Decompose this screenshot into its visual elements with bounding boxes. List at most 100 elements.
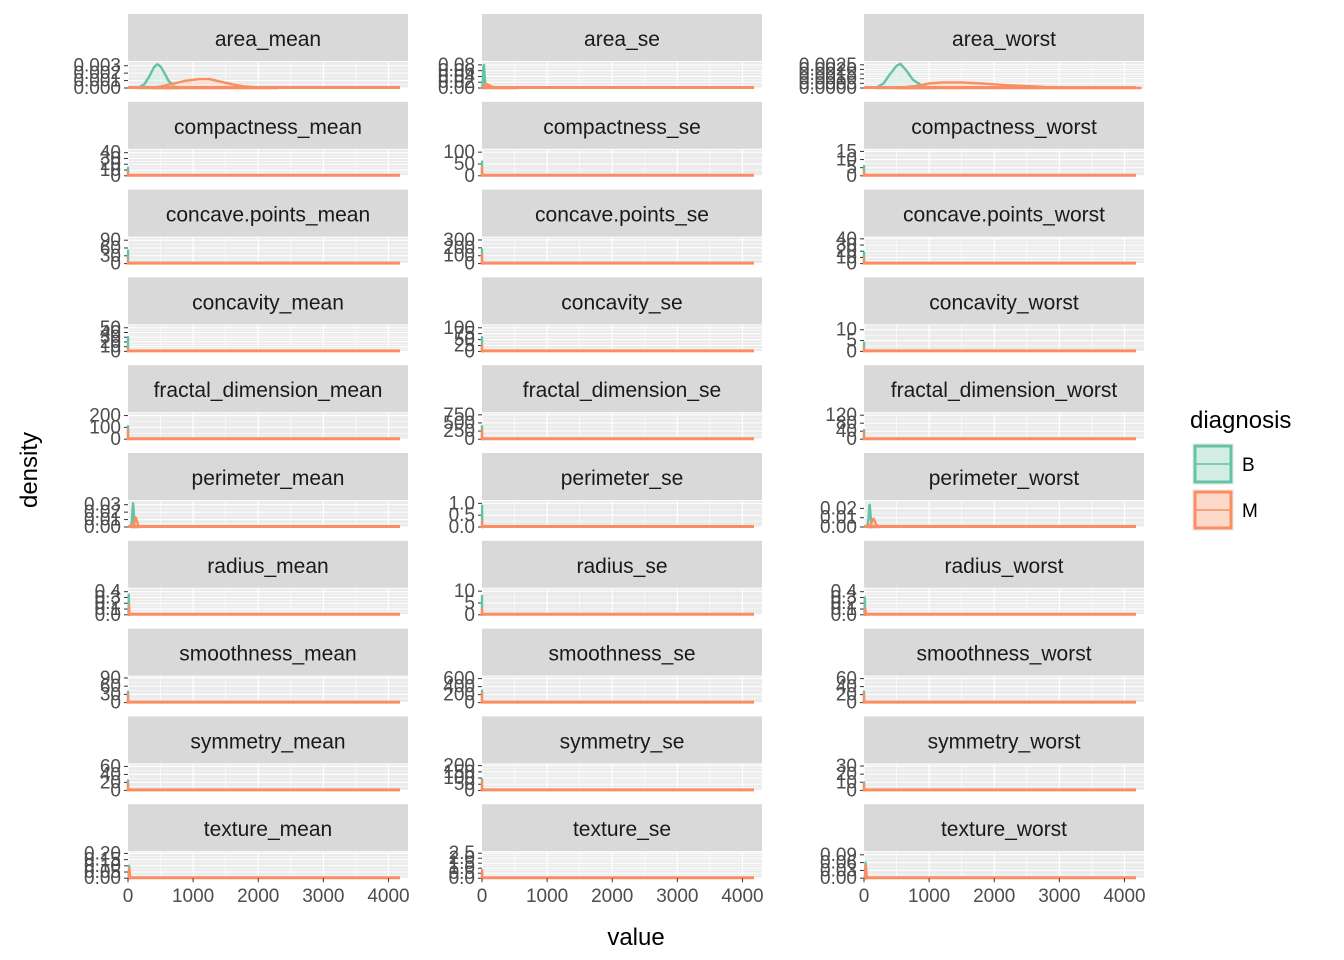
y-tick-label: 30	[100, 327, 121, 348]
y-tick-label: 0.0000	[799, 78, 857, 99]
y-tick-label: 20	[836, 685, 857, 706]
y-tick-label: 150	[443, 762, 475, 783]
y-tick-label: 0.00	[84, 517, 121, 538]
facet-strip	[864, 365, 1144, 413]
x-tick-label: 1000	[526, 886, 568, 907]
y-tick-label: 5	[846, 158, 857, 179]
y-tick-label: 15	[836, 141, 857, 162]
y-tick-label: 0	[846, 780, 857, 801]
legend-label-b: B	[1242, 455, 1255, 476]
panel-background	[128, 588, 408, 615]
facet-strip-label: fractal_dimension_worst	[891, 379, 1118, 402]
facet-grid: area_mean0.0000.0010.0020.003area_se0.00…	[73, 14, 1144, 889]
panel-background	[482, 501, 762, 527]
y-tick-label: 0.0	[95, 605, 121, 626]
y-tick-label: 0	[464, 693, 475, 714]
y-tick-label: 0	[846, 693, 857, 714]
facet-strip	[482, 716, 762, 764]
y-tick-label: 200	[443, 238, 475, 259]
x-tick-label: 4000	[721, 886, 763, 907]
x-tick-label: 2000	[591, 886, 633, 907]
y-tick-label: 5	[464, 593, 475, 614]
y-tick-label: 5	[846, 331, 857, 352]
y-tick-label: 10	[836, 247, 857, 268]
y-tick-label: 0.5	[449, 863, 475, 884]
y-tick-label: 200	[443, 685, 475, 706]
facet-strip-label: symmetry_worst	[928, 730, 1081, 753]
y-tick-label: 500	[443, 413, 475, 434]
y-tick-label: 1.0	[449, 858, 475, 879]
x-tick-label: 0	[859, 886, 870, 907]
panel-background	[128, 413, 408, 440]
y-tick-label: 0.03	[84, 495, 121, 516]
x-tick-label: 0	[477, 886, 488, 907]
facet-strip-label: compactness_se	[543, 116, 701, 139]
panel-background	[864, 413, 1144, 440]
panel-background	[128, 149, 408, 176]
y-tick-label: 20	[100, 772, 121, 793]
facet-strip	[128, 277, 408, 325]
y-tick-label: 0.09	[820, 845, 857, 866]
y-tick-label: 0.10	[84, 856, 121, 877]
y-tick-label: 0	[846, 254, 857, 275]
y-tick-label: 0	[110, 780, 121, 801]
y-tick-label: 0	[464, 780, 475, 801]
facet-strip	[482, 14, 762, 61]
facet-strip-label: radius_se	[576, 555, 667, 578]
facet-strip-label: concavity_mean	[192, 291, 344, 314]
facet-strip	[128, 14, 408, 61]
facet-area_worst: area_worst0.00000.00050.00100.00150.0020…	[799, 14, 1144, 99]
y-tick-label: 0.00	[438, 78, 475, 99]
facet-strip-label: concave.points_worst	[903, 204, 1105, 227]
y-tick-label: 0.0005	[799, 73, 857, 94]
y-tick-label: 0.0	[831, 605, 857, 626]
y-tick-label: 0.01	[84, 510, 121, 531]
y-tick-label: 1.0	[449, 493, 475, 514]
facet-strip	[482, 453, 762, 500]
y-tick-label: 10	[100, 160, 121, 181]
facet-strip	[128, 189, 408, 237]
panel-background	[482, 764, 762, 791]
y-tick-label: 0.3	[95, 587, 121, 608]
y-tick-label: 0.002	[73, 63, 121, 84]
facet-strip	[128, 453, 408, 500]
y-tick-label: 0.20	[84, 843, 121, 864]
facet-strip-label: concavity_se	[561, 291, 682, 314]
panel-background	[482, 588, 762, 615]
y-tick-label: 30	[836, 235, 857, 256]
panel-background	[482, 676, 762, 703]
y-tick-label: 40	[100, 764, 121, 785]
y-tick-label: 0.0020	[799, 59, 857, 80]
y-tick-label: 0.2	[831, 593, 857, 614]
facet-strip	[864, 277, 1144, 325]
facet-strip	[864, 804, 1144, 852]
facet-strip-label: radius_worst	[944, 555, 1063, 578]
facet-strip-label: perimeter_se	[561, 467, 684, 490]
facet-strip	[128, 101, 408, 149]
facet-strip-label: area_se	[584, 28, 660, 51]
facet-strip-label: compactness_mean	[174, 116, 362, 139]
facet-strip	[864, 628, 1144, 676]
y-tick-label: 100	[443, 142, 475, 163]
x-tick-label: 3000	[656, 886, 698, 907]
y-tick-label: 0	[464, 166, 475, 187]
y-tick-label: 100	[443, 246, 475, 267]
legend-label-m: M	[1242, 501, 1258, 522]
x-tick-label: 0	[123, 886, 134, 907]
y-tick-label: 0.06	[438, 61, 475, 82]
y-tick-label: 0.003	[73, 56, 121, 77]
panel-background	[482, 149, 762, 176]
y-tick-label: 1.5	[449, 853, 475, 874]
legend-item-b: B	[1192, 443, 1255, 485]
y-tick-label: 0	[110, 254, 121, 275]
